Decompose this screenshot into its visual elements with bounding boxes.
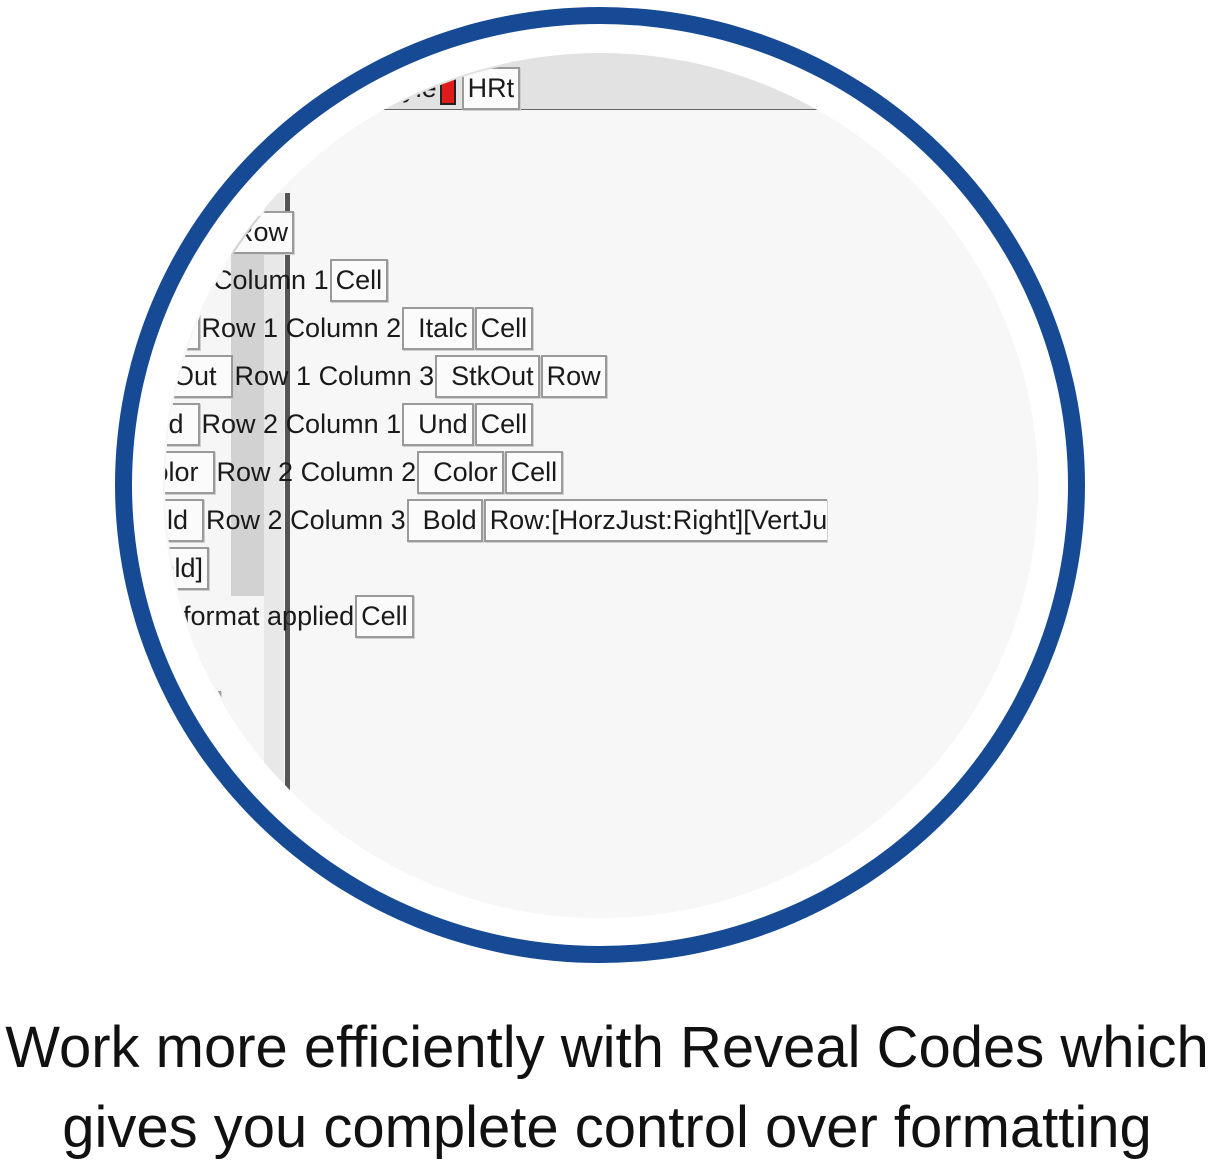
format-code[interactable]: HRt — [165, 114, 187, 158]
format-code[interactable]: Cell — [504, 450, 564, 494]
document-text: Row 2 Column 2 — [216, 456, 417, 487]
reveal-codes-row: HRt — [165, 112, 888, 160]
format-code[interactable]: Und — [402, 402, 474, 446]
reveal-codes-row: [Bold] — [165, 544, 888, 592]
format-code[interactable]: HRt — [165, 162, 187, 206]
format-code[interactable]: Cell — [474, 306, 534, 350]
scrollbar-strip[interactable] — [231, 216, 264, 596]
reveal-codes-row: Tbl Off — [165, 688, 888, 736]
format-code[interactable]: Italc — [402, 306, 474, 350]
reveal-codes-row: Cell — [165, 640, 888, 688]
format-code[interactable]: Cell — [474, 402, 534, 446]
format-code[interactable]: Row:[HorzJust:Right][VertJu — [483, 498, 828, 542]
left-margin-panel — [264, 193, 284, 793]
format-code[interactable]: Color — [417, 450, 504, 494]
format-code[interactable]: Cell — [355, 594, 414, 638]
caption-line-2: gives you complete control over formatti… — [62, 1095, 1152, 1160]
format-code[interactable]: Bold — [165, 498, 205, 542]
caption: Work more efficiently with Reveal Codes … — [0, 1008, 1214, 1168]
document-text: Row 2 Column 1 — [201, 408, 402, 439]
document-text: Row 1 Column 2 — [201, 312, 402, 343]
document-text: Row 1 Column 3 — [234, 360, 435, 391]
format-code[interactable]: Row — [540, 354, 607, 398]
reveal-codes-border — [285, 193, 290, 793]
format-code[interactable]: StkOut — [435, 354, 540, 398]
document-text: Cell format applied — [129, 600, 355, 631]
caption-line-1: Work more efficiently with Reveal Codes … — [5, 1015, 1209, 1080]
format-code[interactable]: Color — [165, 450, 215, 494]
format-code[interactable]: Cell — [329, 258, 389, 302]
title-bar — [163, 53, 1038, 110]
document-text: Row 2 Column 3 — [206, 504, 406, 535]
format-code[interactable]: Bold — [406, 498, 483, 542]
